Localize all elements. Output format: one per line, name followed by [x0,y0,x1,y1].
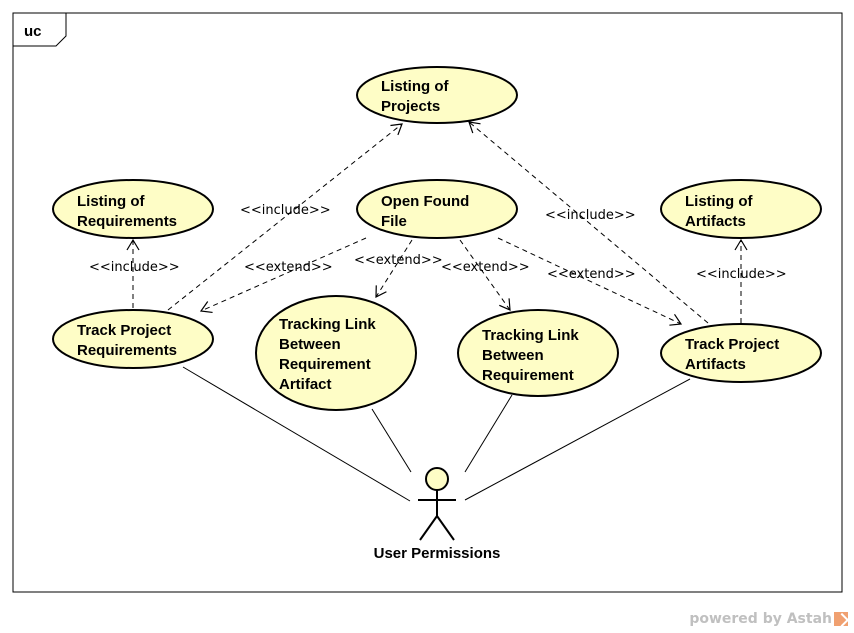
use-case-track-project-artifacts[interactable]: Track Project Artifacts [660,323,822,383]
include-label-projects-right: <<include>> [545,208,636,223]
use-case-listing-projects[interactable]: Listing of Projects [356,66,518,124]
svg-text:File: File [381,213,407,230]
extend-arrow-link-req [459,239,511,311]
stereotype-labels: <<include>> <<include>> <<include>> <<in… [89,203,787,282]
assoc-tracking-link-req [464,394,513,473]
svg-text:Tracking Link: Tracking Link [279,316,376,333]
svg-text:Artifacts: Artifacts [685,213,746,230]
svg-text:Requirements: Requirements [77,213,177,230]
use-case-tracking-link-req-artifact[interactable]: Tracking Link Between Requirement Artifa… [255,295,417,411]
actor-label: User Permissions [374,545,501,562]
svg-text:Artifact: Artifact [279,376,332,393]
dependencies [126,121,748,326]
use-case-open-found-file[interactable]: Open Found File [356,179,518,239]
extend-arrow-track-artifacts [497,237,683,326]
svg-text:Track Project: Track Project [77,322,171,339]
include-label-requirements: <<include>> [89,260,180,275]
svg-text:Listing of: Listing of [381,78,449,95]
svg-text:Artifacts: Artifacts [685,356,746,373]
svg-text:Between: Between [279,336,341,353]
frame-label: uc [24,23,42,40]
svg-text:Requirement: Requirement [279,356,371,373]
extend-label-link-req-artifact: <<extend>> [354,253,443,268]
assoc-track-project-artifacts [464,378,691,501]
svg-text:Between: Between [482,347,544,364]
frame-label-tab [13,13,67,47]
watermark-text: powered by Astah [689,611,832,627]
svg-text:Requirements: Requirements [77,342,177,359]
use-case-track-project-requirements[interactable]: Track Project Requirements [52,309,214,369]
include-label-artifacts: <<include>> [696,267,787,282]
actor-user-permissions[interactable]: User Permissions [374,467,501,562]
assoc-tracking-link-req-artifact [371,408,412,473]
use-case-listing-artifacts[interactable]: Listing of Artifacts [660,179,822,239]
extend-label-link-req: <<extend>> [441,260,530,275]
assoc-track-project-requirements [182,366,411,502]
svg-text:Tracking Link: Tracking Link [482,327,579,344]
svg-text:Open Found: Open Found [381,193,469,210]
include-label-projects-left: <<include>> [240,203,331,218]
extend-arrow-track-requirements [199,237,367,314]
svg-text:Projects: Projects [381,98,440,115]
extend-label-track-artifacts: <<extend>> [547,267,636,282]
use-case-tracking-link-req[interactable]: Tracking Link Between Requirement [457,309,619,397]
astah-watermark: powered by Astah [689,611,848,627]
svg-text:Requirement: Requirement [482,367,574,384]
diagram-frame [12,12,843,593]
use-case-listing-requirements[interactable]: Listing of Requirements [52,179,214,239]
associations [182,366,691,502]
astah-logo-icon [834,612,848,626]
svg-text:Listing of: Listing of [685,193,753,210]
svg-text:Track Project: Track Project [685,336,779,353]
extend-label-track-requirements: <<extend>> [244,260,333,275]
svg-text:Listing of: Listing of [77,193,145,210]
include-arrow-projects-left [167,123,403,311]
stick-figure-icon [418,467,456,541]
extend-arrow-link-req-artifact [375,239,413,298]
include-arrow-projects-right [468,121,709,324]
